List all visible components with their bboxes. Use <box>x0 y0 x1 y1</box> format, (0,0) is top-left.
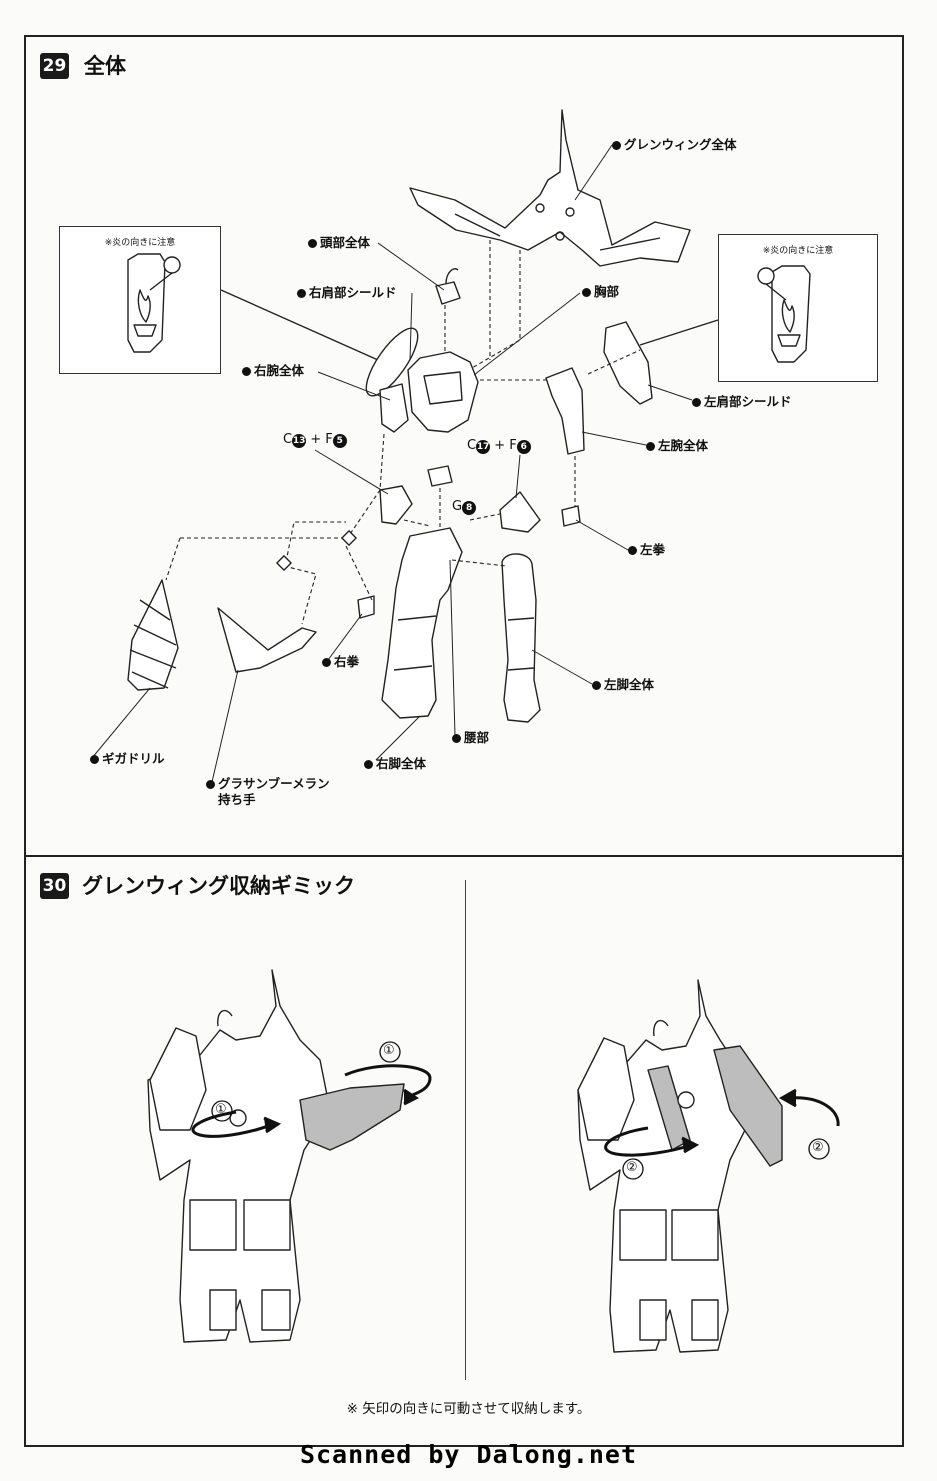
label-waist: 腰部 <box>452 730 489 745</box>
left-arm-illustration <box>545 367 585 455</box>
scan-credit: Scanned by Dalong.net <box>299 1440 638 1469</box>
chest-illustration <box>407 351 479 433</box>
flame-note-text: ※炎の向きに注意 <box>762 246 834 256</box>
right-leg-illustration <box>381 527 463 719</box>
robot-left-illustration <box>147 969 405 1343</box>
page-frame <box>24 35 904 1447</box>
label-right-arm: 右腕全体 <box>242 363 304 378</box>
step-29-title: 全体 <box>84 54 126 78</box>
label-left-arm: 左腕全体 <box>646 438 708 453</box>
giga-drill-illustration <box>127 579 179 691</box>
label-boomerang-grip: 持ち手 <box>218 792 256 807</box>
right-shoulder-illustration <box>365 327 419 397</box>
step-30-title: グレンウィング収納ギミック <box>82 874 355 898</box>
step-30-mark-2: ② <box>626 1160 638 1175</box>
boomerang-illustration <box>217 607 317 673</box>
label-left-leg: 左脚全体 <box>592 677 654 692</box>
label-head: 頭部全体 <box>308 235 370 250</box>
label-right-fist: 右拳 <box>322 654 359 669</box>
step-30-mark-1: ① <box>215 1102 227 1117</box>
label-left-shoulder: 左肩部シールド <box>692 394 792 409</box>
step-30-mark-1: ① <box>383 1043 395 1058</box>
footnote: ※ 矢印の向きに可動させて収納します。 <box>346 1401 591 1417</box>
step-29-badge: 29 <box>40 53 69 79</box>
column-divider <box>465 880 466 1380</box>
label-right-leg: 右脚全体 <box>364 756 426 771</box>
wing-illustration <box>409 109 691 267</box>
label-wing: グレンウィング全体 <box>612 137 737 152</box>
left-shoulder-illustration <box>603 321 653 405</box>
label-right-shoulder: 右肩部シールド <box>297 285 397 300</box>
flame-note-text: ※炎の向きに注意 <box>104 238 176 248</box>
right-arm-illustration <box>379 383 409 433</box>
shield-illustration-right <box>757 265 811 363</box>
label-chest: 胸部 <box>582 284 619 299</box>
shield-illustration-left <box>127 253 181 353</box>
robot-right-illustration <box>577 979 783 1353</box>
label-giga-drill: ギガドリル <box>90 751 165 766</box>
step-30-badge: 30 <box>40 873 69 899</box>
section-divider <box>24 855 904 857</box>
left-leg-illustration <box>501 553 541 723</box>
head-illustration <box>435 268 461 305</box>
step-30-mark-2: ② <box>812 1140 824 1155</box>
label-boomerang: グラサンブーメラン <box>206 776 330 791</box>
label-left-fist: 左拳 <box>628 542 665 557</box>
